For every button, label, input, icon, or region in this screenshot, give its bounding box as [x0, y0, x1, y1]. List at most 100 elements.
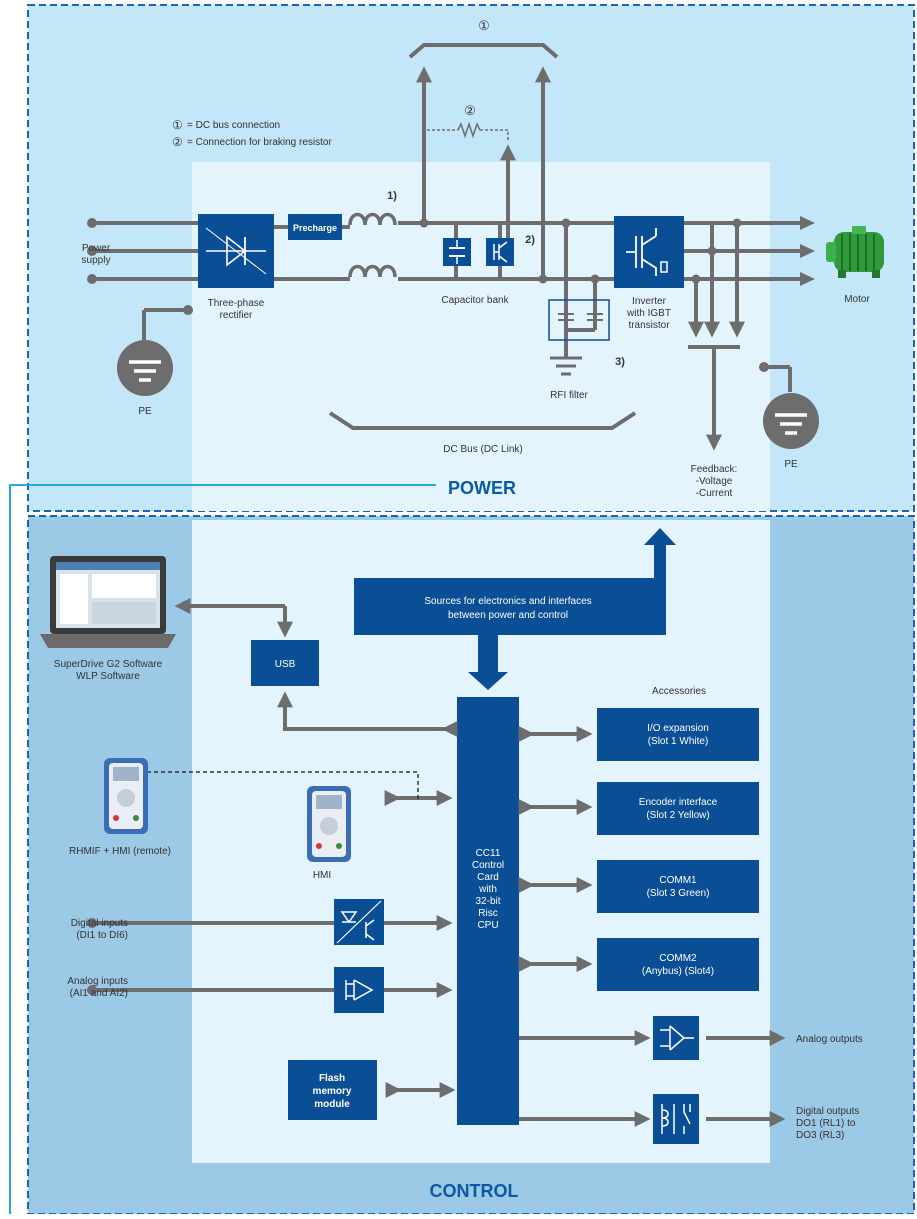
junction-dots [87, 218, 769, 372]
adc-icon [345, 979, 374, 1001]
comm2-label-1: COMM2 [659, 953, 697, 964]
cpu-label: CC11 Control Card with 32-bit Risc CPU [472, 848, 504, 931]
sources-label-2: between power and control [448, 610, 568, 621]
dc-bus-marker: ① [478, 18, 490, 33]
analog-input-converter [334, 967, 384, 1013]
software-label-1: SuperDrive G2 Software [54, 659, 163, 670]
io-label-1: I/O expansion [647, 723, 709, 734]
cpu-card [457, 697, 519, 1125]
accessory-comm2: COMM2 (Anybus) (Slot4) [597, 938, 759, 991]
relay-coil-icon [661, 1104, 669, 1134]
usb-label: USB [275, 659, 296, 670]
accessories-label: Accessories [652, 686, 706, 697]
cpu-label-line: Risc [478, 908, 497, 919]
pe-ground-left [117, 340, 173, 396]
power-supply-label-2: supply [82, 255, 111, 266]
flash-label-2: memory [313, 1086, 352, 1097]
legend-1-text: = DC bus connection [187, 120, 280, 131]
note-3: 3) [615, 356, 625, 368]
inverter-label-1: Inverter [632, 296, 667, 307]
pe-ground-right [763, 393, 819, 449]
remote-hmi-dashed-link [147, 771, 419, 800]
comm1-label-2: (Slot 3 Green) [647, 888, 710, 899]
sources-label-1: Sources for electronics and interfaces [424, 596, 591, 607]
precharge-label: Precharge [293, 223, 337, 233]
relay-contact-icon [673, 1104, 691, 1134]
inductor-icon [348, 264, 397, 278]
analog-output-converter [653, 1016, 699, 1060]
legend-1-marker: ① [172, 118, 183, 132]
power-inner-panel [192, 162, 770, 511]
diode-icon [226, 235, 247, 267]
power-wiring [92, 66, 805, 451]
precharge-block: Precharge [288, 214, 342, 240]
flash-memory-block: Flash memory module [288, 1060, 377, 1120]
motor-icon [826, 226, 884, 278]
power-legend: ① = DC bus connection ② = Connection for… [172, 118, 332, 149]
comm1-label-1: COMM1 [659, 875, 697, 886]
digital-inputs-label-2: (DI1 to DI6) [76, 930, 128, 941]
remote-hmi-icon [104, 758, 148, 834]
pe-left-label: PE [138, 406, 152, 417]
cpu-label-line: Card [477, 872, 499, 883]
note-2: 2) [525, 234, 535, 246]
hmi-label: HMI [313, 870, 331, 881]
capacitor-bank-label: Capacitor bank [441, 295, 509, 306]
rectifier-label-2: rectifier [220, 310, 253, 321]
accessory-comm1: COMM1 (Slot 3 Green) [597, 860, 759, 913]
accessory-encoder: Encoder interface (Slot 2 Yellow) [597, 782, 759, 835]
motor-label: Motor [844, 294, 870, 305]
power-supply-label-1: Power [82, 243, 111, 254]
relay-output-block [653, 1094, 699, 1144]
transistor-icon [493, 241, 508, 263]
section-connector-line [9, 484, 436, 1214]
dc-link-chokes [348, 212, 397, 278]
cpu-label-line: with [478, 884, 497, 895]
encoder-label-2: (Slot 2 Yellow) [646, 810, 709, 821]
cpu-label-line: 32-bit [475, 896, 500, 907]
capacitor-block [443, 238, 471, 266]
digital-outputs-label-1: Digital outputs [796, 1106, 859, 1117]
inductor-icon [348, 212, 397, 226]
encoder-label-1: Encoder interface [639, 797, 718, 808]
software-label-2: WLP Software [76, 671, 140, 682]
control-input-dots [87, 918, 97, 995]
optocoupler-icon [340, 911, 358, 924]
inverter-label-2: with IGBT [626, 308, 671, 319]
motor-arrows [800, 216, 815, 286]
rectifier-label-1: Three-phase [208, 298, 265, 309]
analog-outputs-label: Analog outputs [796, 1034, 863, 1045]
io-label-2: (Slot 1 White) [648, 736, 709, 747]
laptop-icon [40, 556, 176, 648]
braking-chopper-block [486, 238, 514, 266]
igbt-icon [626, 228, 657, 276]
hmi-icon [307, 786, 351, 862]
feedback-label-2: -Voltage [696, 476, 733, 487]
legend-2-marker: ② [172, 135, 183, 149]
pe-right-label: PE [784, 459, 798, 470]
feedback-label-1: Feedback: [691, 464, 738, 475]
optocoupler-block [334, 899, 384, 945]
comm2-label-2: (Anybus) (Slot4) [642, 966, 714, 977]
inverter-block [614, 216, 684, 288]
power-title: POWER [448, 478, 516, 498]
cpu-label-line: Control [472, 860, 504, 871]
flash-label-3: module [314, 1099, 350, 1110]
analog-inputs-label-1: Analog inputs [67, 976, 128, 987]
sources-block: Sources for electronics and interfaces b… [354, 528, 676, 690]
control-title: CONTROL [430, 1181, 519, 1201]
feedback-label-3: -Current [696, 488, 733, 499]
note-1: 1) [387, 190, 397, 202]
dc-bus-connector-bracket [408, 43, 559, 59]
braking-resistor: ② [424, 103, 509, 140]
ground-icon [550, 356, 582, 376]
remote-hmi-label: RHMIF + HMI (remote) [69, 846, 171, 857]
digital-inputs-label-1: Digital inputs [71, 918, 128, 929]
inverter-label-3: transistor [628, 320, 670, 331]
analog-inputs-label-2: (AI1 and AI2) [70, 988, 128, 999]
sources-down-arrow [468, 635, 508, 690]
accessory-io-expansion: I/O expansion (Slot 1 White) [597, 708, 759, 761]
rfi-filter-block [548, 299, 610, 376]
usb-block [251, 640, 319, 686]
cpu-label-line: CC11 [476, 848, 501, 859]
